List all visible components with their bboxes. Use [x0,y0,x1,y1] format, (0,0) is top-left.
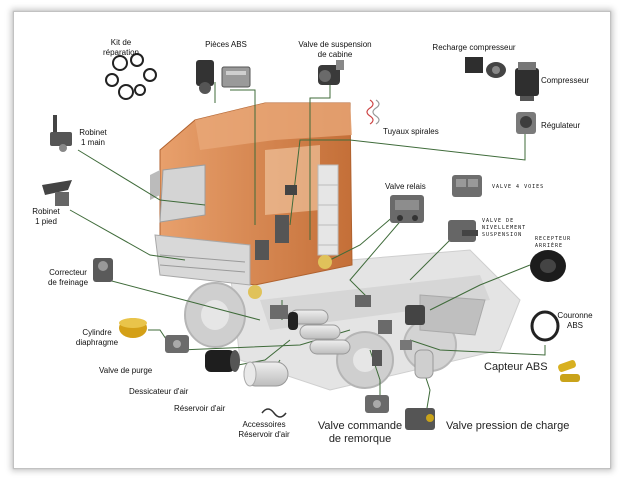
pieces-abs-icon [196,60,251,94]
recepteur-arriere-icon [530,250,566,282]
label-reservoir-air: Réservoir d'air [174,404,226,413]
label-accessoires-reservoir: Accessoires Réservoir d'air [238,420,290,439]
label-valve-purge: Valve de purge [99,366,153,375]
label-valve-suspension-cabine: Valve de suspension de cabine [298,40,372,59]
label-valve-4-voies: VALVE 4 VOIES [492,184,545,190]
valve-4-voies-icon [452,175,482,197]
kit-reparation-icon [105,53,157,100]
label-couronne-abs: Couronne ABS [557,311,593,330]
label-recepteur-arriere: RECEPTEUR ARRIÈRE [535,236,572,249]
label-dessicateur: Dessicateur d'air [129,387,189,396]
valve-commande-remorque-icon [365,395,389,413]
label-robinet-pied: Robinet 1 pied [32,207,60,226]
label-tuyaux-spirales: Tuyaux spirales [383,127,439,136]
label-valve-commande-remorque: Valve commande de remorque [317,420,403,445]
accessoires-reservoir-icon [261,408,287,418]
reservoir-air-icon [243,361,289,387]
label-robinet-main: Robinet 1 main [79,128,107,147]
capteur-abs-icon [558,360,580,382]
label-correcteur-freinage: Correcteur de freinage [47,268,89,287]
tuyaux-spirales-icon [366,99,380,125]
label-compresseur: Compresseur [541,76,590,85]
label-recharge-compresseur: Recharge compresseur [432,43,516,52]
robinet-main-icon [50,115,72,152]
valve-relais-icon [390,195,424,223]
valve-nivellement-icon [448,220,478,242]
label-cylindre-diaphragme: Cylindre diaphragme [75,328,119,347]
label-valve-nivellement: VALVE DE NIVELLEMENT SUSPENSION [482,218,527,238]
valve-purge-icon [165,335,189,353]
valve-suspension-cabine-icon [318,60,344,85]
label-regulateur: Régulateur [541,121,581,130]
label-pieces-abs: Pièces ABS [205,40,247,49]
couronne-abs-icon [530,310,560,342]
valve-pression-charge-icon [405,408,435,430]
label-kit-reparation: Kit de réparation [102,38,140,57]
correcteur-freinage-icon [93,258,113,282]
dessicateur-icon [205,350,240,372]
label-valve-pression-charge: Valve pression de charge [446,420,570,432]
chassis-valves-icon [248,185,434,379]
chassis-tanks-icon [288,309,351,355]
compresseur-icon [515,62,539,101]
label-capteur-abs: Capteur ABS [484,361,548,373]
cylindre-diaphragme-icon [119,318,147,338]
recharge-compresseur-icon [465,57,506,78]
truck-body [150,102,521,391]
label-valve-relais: Valve relais [385,182,426,191]
robinet-pied-icon [42,180,72,206]
regulateur-icon [516,112,536,134]
